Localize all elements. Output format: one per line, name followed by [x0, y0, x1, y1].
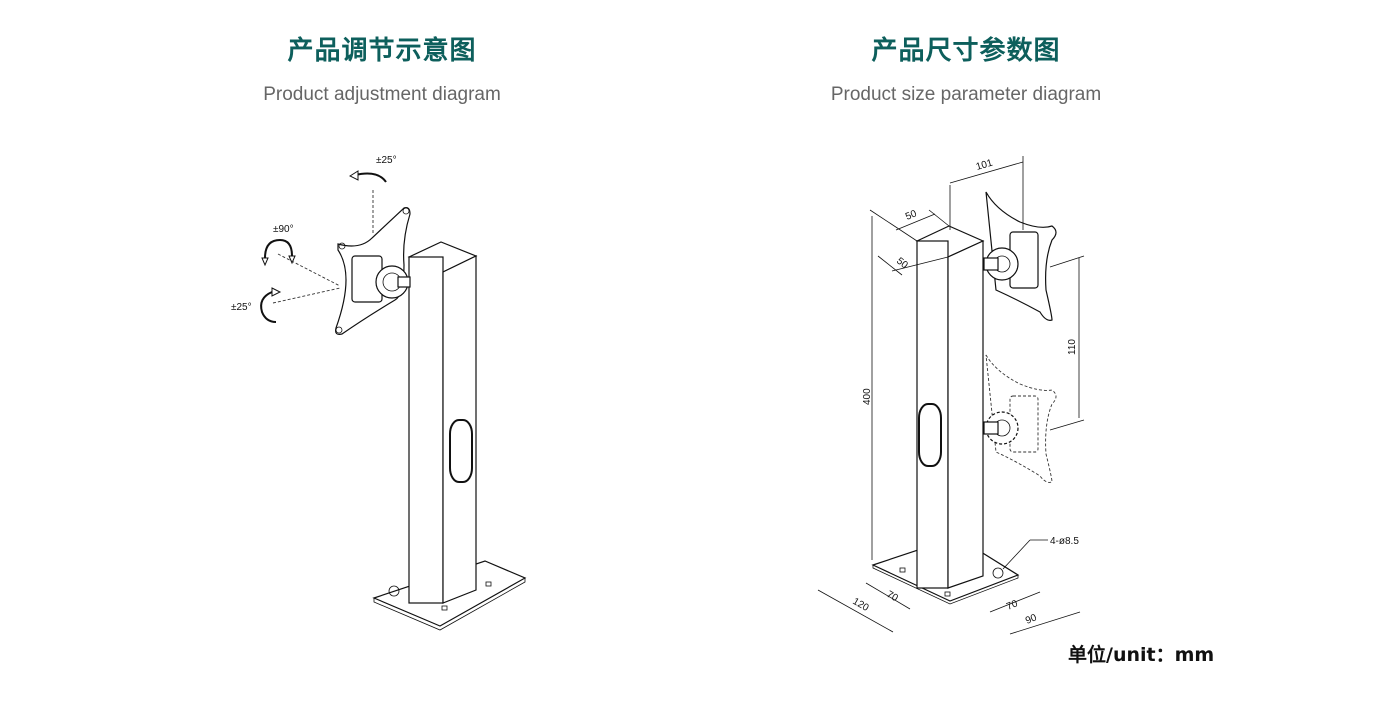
dim-height: 400: [862, 388, 873, 405]
dim-pole-depth: 50: [894, 256, 910, 272]
dim-base-hole-a: 70: [885, 589, 901, 604]
dim-holes: 4-ø8.5: [1050, 536, 1079, 547]
swivel-annotation: ±25°: [231, 302, 252, 313]
adjustment-drawing: ±25° ±90° ±25°: [231, 155, 527, 631]
dim-pole-width: 50: [904, 208, 919, 223]
adjustment-arrows: [260, 170, 387, 323]
dim-base-width: 90: [1024, 612, 1039, 627]
adjustment-diagram-title: 产品调节示意图: [287, 36, 477, 66]
pole: [407, 241, 478, 604]
size-pole: [915, 225, 985, 589]
rotate-annotation: ±90°: [273, 224, 294, 235]
size-mount-upper: [983, 191, 1057, 321]
size-mount-lower: [983, 354, 1057, 483]
vesa-mount: [335, 207, 411, 335]
unit-label: 单位/unit：mm: [1068, 644, 1215, 666]
dimension-lines: [817, 156, 1085, 635]
dim-vertical-adjust: 110: [1067, 339, 1078, 355]
size-diagram-subtitle: Product size parameter diagram: [830, 84, 1102, 105]
adjustment-diagram-subtitle: Product adjustment diagram: [263, 84, 501, 105]
dim-base-length: 120: [851, 596, 871, 614]
size-diagram-title: 产品尺寸参数图: [871, 36, 1061, 66]
dim-101: 101: [975, 158, 994, 173]
size-drawing: 101 50 50 400 110 70 120 70 90 4-ø8.5: [817, 156, 1085, 635]
dim-base-hole-b: 70: [1005, 598, 1020, 613]
tilt-annotation: ±25°: [376, 155, 397, 166]
